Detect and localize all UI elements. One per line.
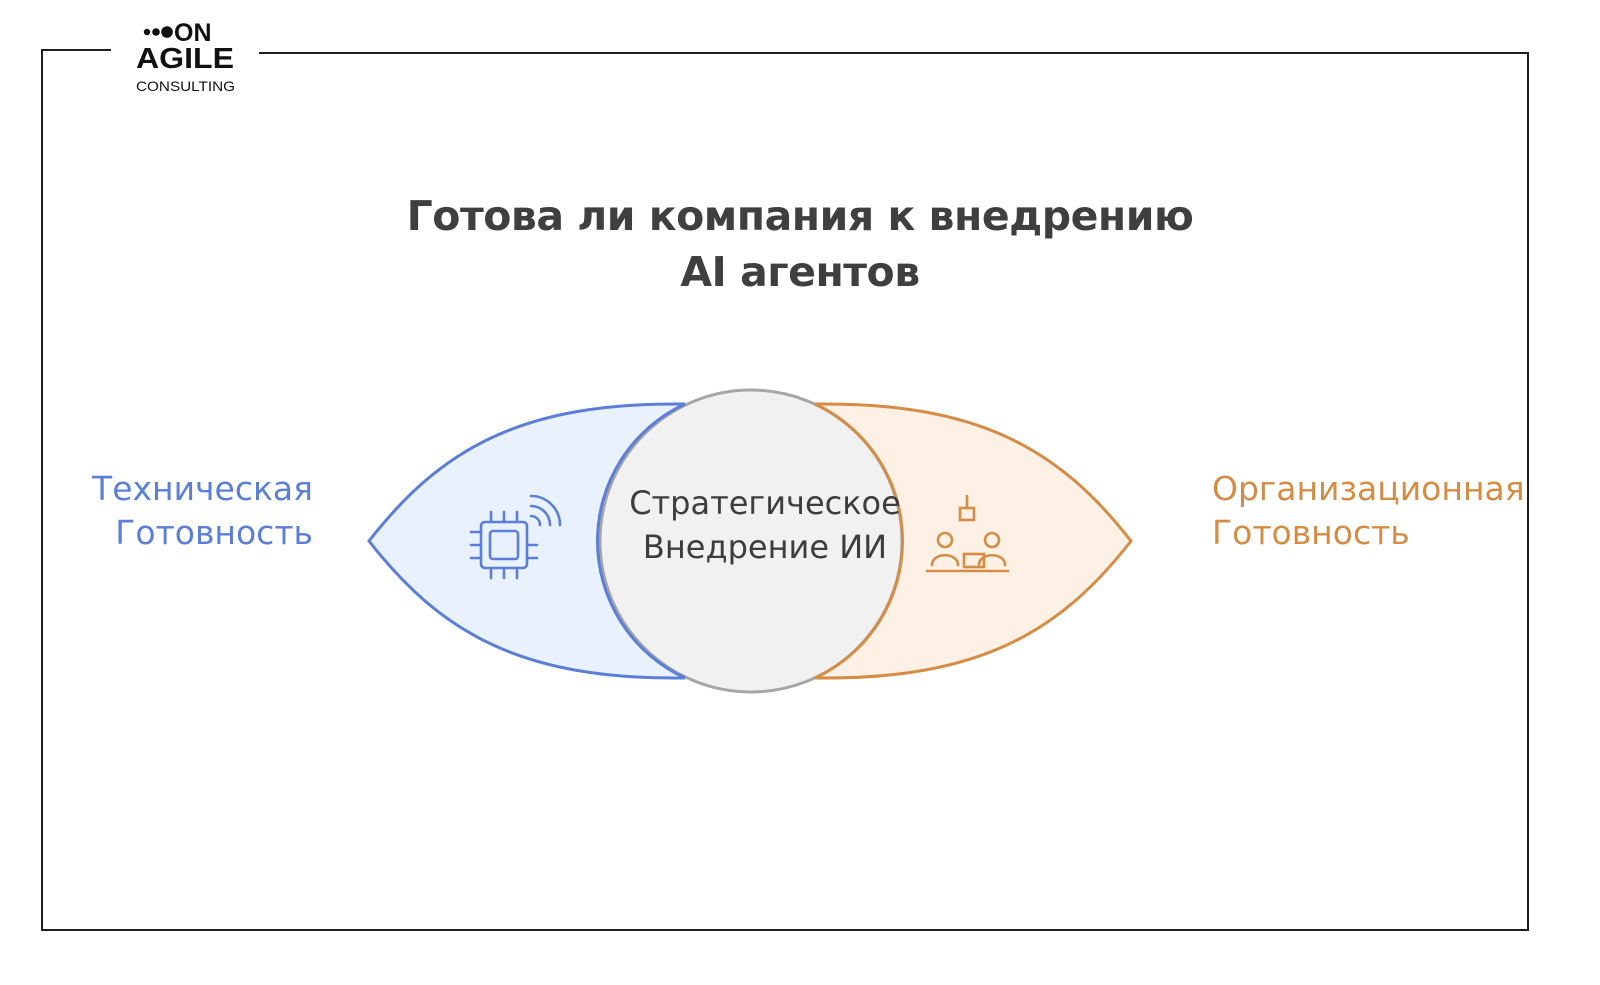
logo-on: ON bbox=[174, 19, 212, 47]
left-lens-outline bbox=[367, 402, 686, 680]
frame-right bbox=[1527, 52, 1529, 931]
page-title: Готова ли компания к внедрению AI агенто… bbox=[300, 188, 1300, 300]
right-lens-outline bbox=[814, 402, 1133, 680]
team-meeting-icon bbox=[925, 494, 1010, 573]
chip-signal-icon bbox=[469, 494, 562, 580]
right-lens bbox=[815, 403, 1131, 679]
company-logo: ON AGILE CONSULTING bbox=[112, 10, 258, 102]
logo-dot-2 bbox=[152, 28, 160, 36]
title-line-1: Готова ли компания к внедрению bbox=[406, 192, 1194, 240]
logo-consulting: CONSULTING bbox=[136, 78, 235, 94]
technical-readiness-line-2: Готовность bbox=[115, 513, 313, 552]
logo-dot-1 bbox=[143, 28, 151, 36]
logo-agile: AGILE bbox=[136, 43, 234, 75]
left-arc-inside bbox=[595, 402, 686, 680]
right-arc-inside bbox=[814, 402, 905, 680]
center-label-line-1: Стратегическое bbox=[629, 484, 901, 522]
technical-readiness-line-1: Техническая bbox=[92, 469, 313, 508]
technical-readiness-label: Техническая Готовность bbox=[92, 467, 313, 555]
organizational-readiness-line-1: Организационная bbox=[1212, 469, 1525, 508]
frame-left bbox=[41, 49, 43, 931]
center-label: Стратегическое Внедрение ИИ bbox=[600, 481, 930, 569]
center-label-line-2: Внедрение ИИ bbox=[642, 528, 888, 566]
organizational-readiness-label: Организационная Готовность bbox=[1212, 467, 1525, 555]
title-line-2: AI агентов bbox=[680, 248, 920, 296]
frame-bottom bbox=[41, 929, 1529, 931]
frame-top-right bbox=[259, 52, 1528, 54]
logo-dot-3 bbox=[161, 26, 173, 38]
frame-top-left bbox=[41, 49, 111, 51]
organizational-readiness-line-2: Готовность bbox=[1212, 513, 1410, 552]
